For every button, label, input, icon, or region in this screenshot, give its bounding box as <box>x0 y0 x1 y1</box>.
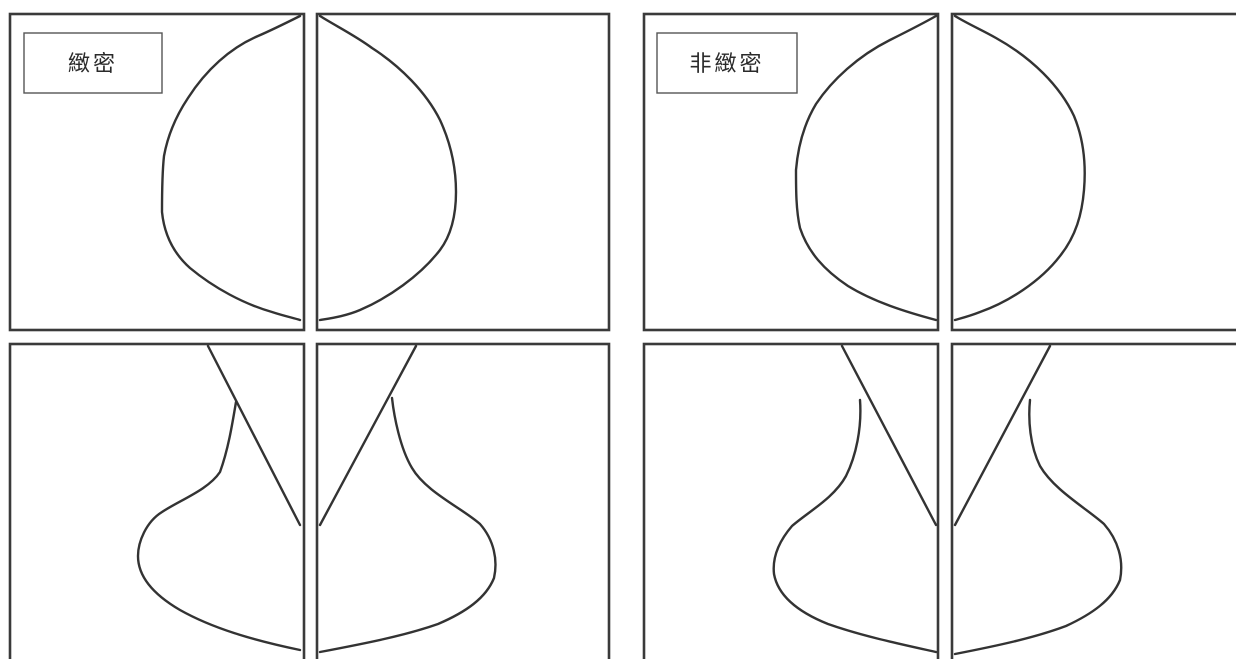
dense-bottom-right-panel <box>315 342 611 659</box>
panel-frame <box>642 12 940 332</box>
panel-frame <box>950 12 1236 332</box>
lower-wedge-line-right <box>953 344 1052 527</box>
lower-outline-left <box>772 398 938 654</box>
upper-outline-right <box>953 14 1086 322</box>
label-dense: 緻密 <box>68 52 118 77</box>
label-box-dense <box>23 32 163 94</box>
group-non-dense: 非緻密 <box>642 12 1236 659</box>
lower-outline-left <box>136 400 302 652</box>
non-dense-top-right-panel <box>950 12 1236 332</box>
lower-wedge-line-left <box>206 344 302 527</box>
label-non-dense: 非緻密 <box>689 52 764 77</box>
dense-bottom-left-panel <box>8 342 306 659</box>
panel-frame <box>315 342 611 659</box>
panel-frame <box>8 12 306 332</box>
lower-outline-right <box>318 396 497 654</box>
lower-wedge-line-left <box>840 344 938 527</box>
dense-top-left-panel: 緻密 <box>8 12 306 332</box>
non-dense-bottom-right-panel <box>950 342 1236 659</box>
upper-outline-left <box>160 14 302 322</box>
panel-frame <box>950 342 1236 659</box>
non-dense-bottom-left-panel <box>642 342 940 659</box>
lower-outline-right <box>953 398 1123 656</box>
upper-outline-right <box>318 14 458 322</box>
panel-frame <box>642 342 940 659</box>
group-dense: 緻密 <box>8 12 611 659</box>
upper-outline-left <box>794 14 938 322</box>
lower-wedge-line-right <box>318 344 418 527</box>
panel-frame <box>8 342 306 659</box>
label-box-non-dense <box>656 32 798 94</box>
non-dense-top-left-panel: 非緻密 <box>642 12 940 332</box>
dense-top-right-panel <box>315 12 611 332</box>
panel-frame <box>315 12 611 332</box>
